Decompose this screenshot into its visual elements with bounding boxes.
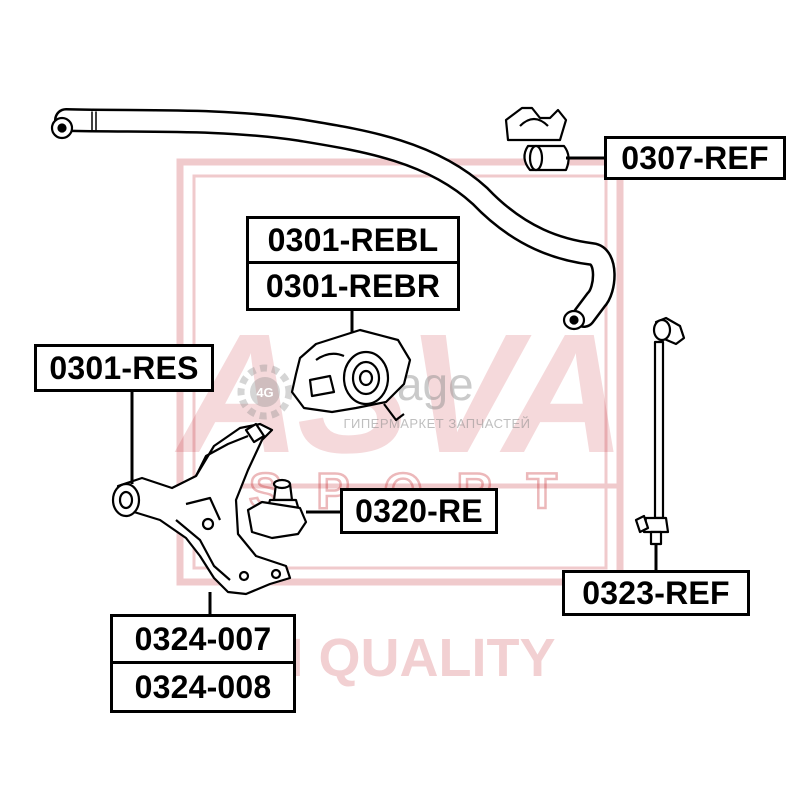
part-label-lower-arm-1[interactable]: 0324-007 bbox=[110, 614, 296, 664]
part-label-arm-bushing-right[interactable]: 0301-REBR bbox=[246, 261, 460, 311]
part-label-ball-joint[interactable]: 0320-RE bbox=[340, 488, 498, 534]
garage-logo-gear-icon bbox=[237, 364, 293, 420]
part-label-stabilizer-bushing[interactable]: 0307-REF bbox=[604, 136, 786, 180]
garage-logo-badge: 4G bbox=[256, 385, 273, 400]
stabilizer-bar bbox=[50, 108, 616, 331]
part-label-arm-bushing-small[interactable]: 0301-RES bbox=[34, 344, 214, 392]
part-label-stabilizer-link[interactable]: 0323-REF bbox=[562, 570, 750, 616]
lower-arm-drawing bbox=[111, 392, 292, 618]
ball-joint-drawing bbox=[246, 478, 344, 540]
stabilizer-link-drawing bbox=[634, 316, 686, 572]
part-label-lower-arm-2[interactable]: 0324-008 bbox=[110, 661, 296, 713]
garage-logo-subtitle: ГИПЕРМАРКЕТ ЗАПЧАСТЕЙ bbox=[343, 416, 530, 431]
part-label-arm-bushing-left[interactable]: 0301-REBL bbox=[246, 216, 460, 264]
arm-bushing-drawing bbox=[290, 308, 412, 422]
stabilizer-bushing-drawing bbox=[504, 106, 606, 172]
